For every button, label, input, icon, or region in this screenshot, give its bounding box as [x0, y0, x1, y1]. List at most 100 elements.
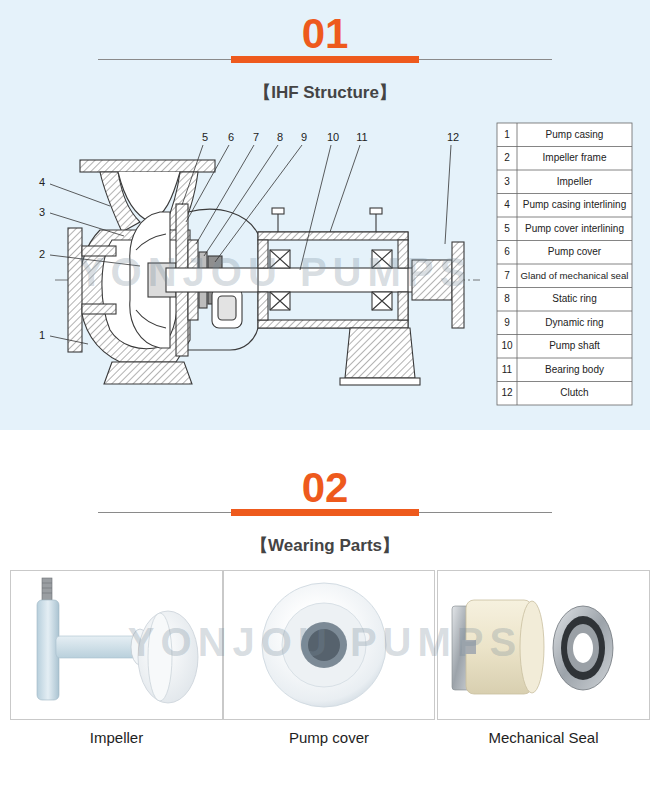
table-number: 12 [501, 388, 512, 400]
pump-drawing [55, 160, 480, 385]
inlet-pipe [82, 304, 116, 314]
bearing-foot [345, 328, 415, 378]
table-number: 10 [501, 341, 512, 353]
bearing-body [258, 232, 408, 240]
parts-table [497, 264, 632, 265]
callout-number: 1 [39, 329, 45, 342]
leader-line [330, 145, 360, 232]
table-cell: Bearing body [545, 364, 604, 376]
seal-spring [218, 296, 236, 320]
bearing-cap [258, 292, 268, 320]
mechanical-seal-photo [567, 624, 599, 672]
parts-table [497, 381, 632, 382]
table-number: 1 [504, 129, 510, 141]
parts-table [497, 146, 632, 147]
part-caption: Impeller [11, 729, 222, 746]
watermark: YONJOU PUMPS [128, 619, 522, 665]
table-number: 8 [504, 294, 510, 306]
table-number: 4 [504, 200, 510, 212]
part-caption: Pump cover [224, 729, 434, 746]
table-cell: Impeller frame [543, 153, 607, 165]
leader-line [50, 184, 110, 206]
section-heading: 【IHF Structure】 [254, 83, 396, 103]
bearing [372, 292, 392, 310]
table-cell: Dynamic ring [545, 317, 603, 329]
bearing [372, 292, 392, 310]
parts-table [497, 358, 632, 359]
table-number: 6 [504, 247, 510, 259]
discharge-flange [80, 160, 215, 172]
table-number: 11 [502, 364, 512, 376]
parts-table [497, 217, 632, 218]
leader-line [50, 145, 451, 344]
oil-cup [277, 214, 278, 232]
callout-number: 3 [39, 206, 45, 219]
section-number: 02 [302, 464, 349, 512]
bearing [270, 292, 290, 310]
nozzle-lining [118, 172, 180, 222]
callout-number: 4 [39, 176, 45, 189]
table-number: 2 [504, 153, 510, 165]
parts-table [497, 287, 632, 288]
table-number: 9 [504, 317, 510, 329]
parts-table [497, 311, 632, 312]
table-cell: Pump casing interlining [523, 200, 626, 212]
parts-table [497, 123, 632, 405]
callout-number: 7 [253, 131, 259, 144]
callout-number: 5 [202, 131, 208, 144]
table-cell: Static ring [552, 294, 596, 306]
mechanical-seal-photo [520, 601, 544, 693]
oil-cup [272, 208, 382, 232]
table-cell: Pump cover interlining [525, 223, 624, 235]
section-number: 01 [302, 10, 349, 58]
leader-line [215, 145, 302, 262]
mechanical-seal-photo [573, 633, 593, 663]
mechanical-seal-photo [561, 616, 605, 680]
table-cell: Impeller [557, 176, 593, 188]
impeller-photo [42, 578, 52, 602]
callout-number: 12 [447, 131, 459, 144]
table-number: 7 [504, 270, 510, 282]
leader-line [445, 145, 451, 244]
base-plate [340, 378, 420, 385]
bearing-body [258, 320, 408, 328]
table-cell: Gland of mechanical seal [521, 270, 629, 281]
casing-foot [104, 362, 192, 384]
bearing-cap [398, 292, 408, 320]
table-cell: Pump cover [548, 247, 601, 259]
oil-cup [272, 208, 284, 214]
leader-line [204, 145, 278, 256]
parts-table [497, 334, 632, 335]
parts-table [497, 123, 632, 405]
leader-line [182, 145, 203, 205]
header-rule [231, 56, 419, 63]
impeller-photo [42, 583, 52, 593]
leader-line [50, 213, 124, 236]
table-number: 5 [504, 223, 510, 235]
oil-cup [375, 214, 376, 232]
background [0, 430, 650, 788]
parts-table [497, 240, 632, 241]
watermark: YONJOU PUMPS [78, 249, 472, 295]
callout-number: 8 [277, 131, 283, 144]
callout-number: 11 [356, 131, 367, 144]
callout-number: 6 [228, 131, 234, 144]
part-caption: Mechanical Seal [438, 729, 649, 746]
bracket [188, 209, 258, 234]
callout-number: 2 [39, 248, 45, 261]
callout-number: 9 [301, 131, 307, 144]
oil-cup [370, 208, 382, 214]
bracket [188, 328, 258, 350]
table-number: 3 [504, 176, 510, 188]
callout-number: 10 [327, 131, 339, 144]
bearing [270, 292, 290, 310]
leader-line [186, 145, 229, 222]
parts-table [497, 193, 632, 194]
background [0, 0, 650, 430]
table-cell: Pump casing [546, 129, 604, 141]
leader-line [50, 336, 88, 344]
parts-table [497, 170, 632, 171]
